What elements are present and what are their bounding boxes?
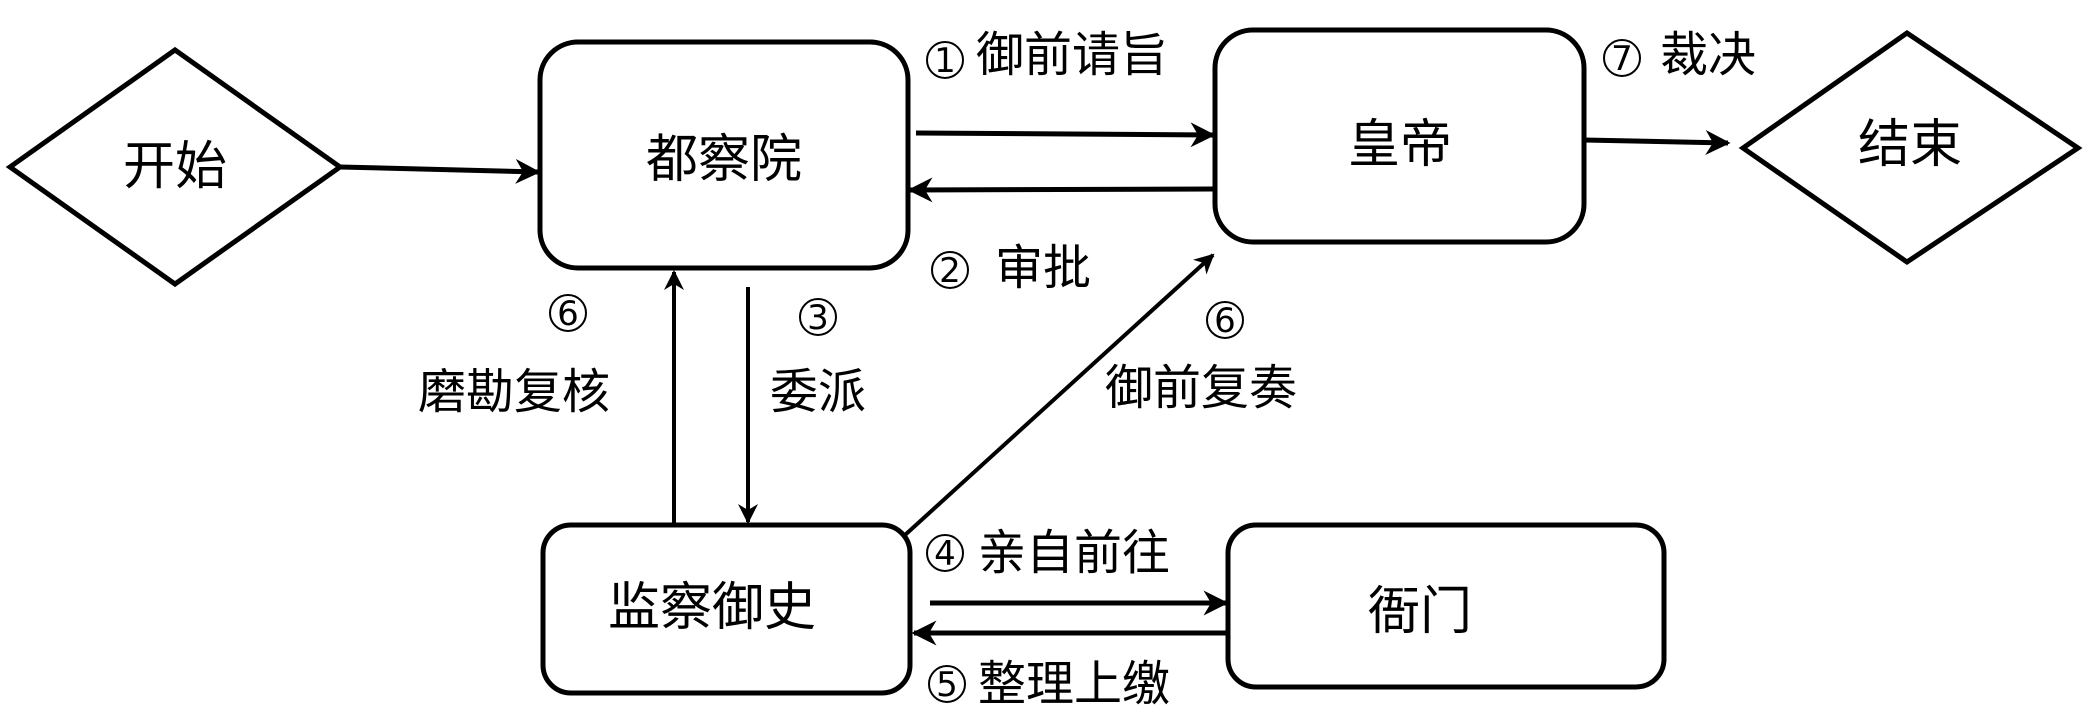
edge-emperor-to-end [1583,130,1731,156]
node-duchayuan: 都察院 [537,39,911,271]
step-number: 5 [936,665,958,705]
edge-label-submit: 整理上缴 [978,656,1170,712]
edge-start-to-duchayuan [339,158,541,184]
label-step2: 2 审批 [931,240,1091,296]
edge-label-report: 御前复奏 [1105,360,1297,416]
end-diamond [1738,29,2083,266]
step-number: 2 [939,251,961,291]
step-circle [1603,39,1641,77]
step-circle [931,251,969,289]
label-step1: 1 御前请旨 [926,27,1168,83]
node-start: 开始 [5,46,345,288]
node-end: 结束 [1738,29,2083,266]
label-step3: 3 委派 [770,298,866,420]
step-number: 6 [1214,301,1236,341]
step-circle [799,298,837,336]
duchayuan-box [537,39,911,271]
label-step7: 7 裁决 [1603,27,1756,83]
node-censor: 监察御史 [540,522,913,696]
label-step6-review: 6 磨勘复核 [418,294,610,420]
edge-label-ruling: 裁决 [1660,27,1756,83]
label-step5: 5 整理上缴 [928,656,1170,712]
edge-emperor-to-duchayuan [907,177,1214,203]
step-circle [926,41,964,79]
end-label: 结束 [1858,115,1962,175]
duchayuan-label: 都察院 [646,130,802,190]
step-number: 7 [1611,39,1633,79]
start-label: 开始 [123,137,227,197]
step-number: 4 [934,534,956,574]
step-number: 1 [934,41,956,81]
censor-label: 监察御史 [608,578,816,638]
node-emperor: 皇帝 [1212,27,1587,245]
step-circle [926,534,964,572]
edge-label-request-decree: 御前请旨 [976,27,1168,83]
edge-label-review: 磨勘复核 [418,364,610,420]
emperor-label: 皇帝 [1348,115,1452,175]
label-step6-report: 6 御前复奏 [1105,301,1297,416]
step-circle [1206,301,1244,339]
step-number: 3 [807,298,829,338]
censor-box [540,522,913,696]
yamen-label: 衙门 [1368,582,1472,642]
step-circle [928,665,966,703]
step-number: 6 [557,294,579,334]
edge-label-go-personally: 亲自前往 [978,525,1170,581]
label-step4: 4 亲自前往 [926,525,1170,581]
node-yamen: 衙门 [1225,522,1667,690]
edge-censor-to-emperor [903,253,1215,537]
step-circle [549,294,587,332]
edge-duchayuan-to-emperor [915,122,1216,148]
edge-label-approve: 审批 [995,240,1091,296]
edge-label-assign: 委派 [770,364,866,420]
